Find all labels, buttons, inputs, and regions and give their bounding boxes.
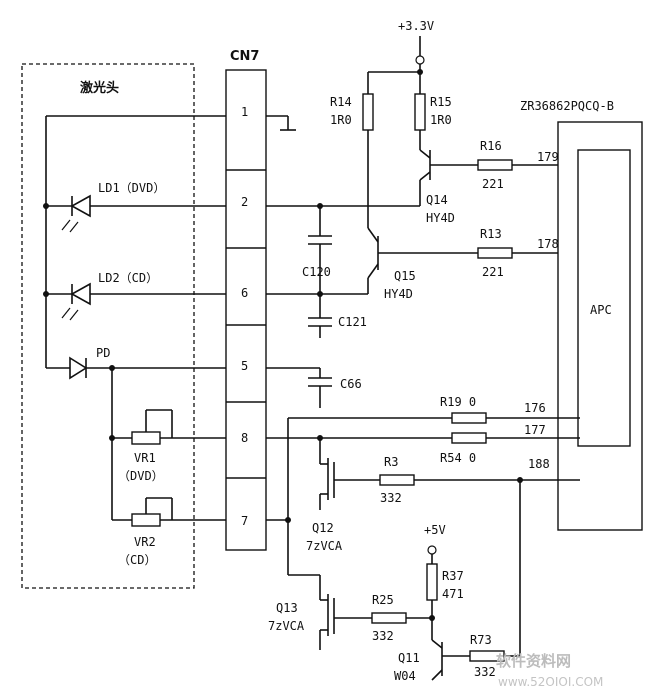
vr1-label: VR1: [134, 451, 156, 465]
c66-label: C66: [340, 377, 362, 391]
r3-value: 332: [380, 491, 402, 505]
r13-value: 221: [482, 265, 504, 279]
q13-transistor: [288, 574, 372, 650]
ld2-diode: [61, 282, 91, 321]
ld1-label: LD1（DVD）: [98, 181, 165, 195]
ic-pin-188: 188: [528, 457, 550, 471]
q11-label: Q11: [398, 651, 420, 665]
apc-label: APC: [590, 303, 612, 317]
r37-resistor: [426, 563, 438, 601]
q15-label: Q15: [394, 269, 416, 283]
r3-label: R3: [384, 455, 398, 469]
r3-resistor: [379, 474, 415, 486]
vr2-sub-label: （CD）: [118, 553, 156, 567]
r14-resistor: [362, 93, 374, 131]
ic-pin-176: 176: [524, 401, 546, 415]
connector-cn7: [225, 69, 267, 551]
pd-label: PD: [96, 346, 110, 360]
r73-value: 332: [474, 665, 496, 679]
laser-head-wiring: [45, 115, 226, 521]
r73-label: R73: [470, 633, 492, 647]
r13-resistor: [477, 247, 513, 259]
q12-type: 7zVCA: [306, 539, 343, 553]
r19-resistor: [451, 412, 487, 424]
r19-label: R19 0: [440, 395, 476, 409]
c120-capacitor: [308, 206, 332, 294]
r15-resistor: [414, 93, 426, 131]
r37-value: 471: [442, 587, 464, 601]
r37-label: R37: [442, 569, 464, 583]
supply-5v-rail: [427, 545, 437, 640]
pin-6-label: 6: [241, 286, 248, 300]
r16-resistor: [477, 159, 513, 171]
vr1-sub-label: （DVD）: [118, 469, 164, 483]
laser-head-boundary: [21, 63, 195, 589]
ic-pin-177: 177: [524, 423, 546, 437]
r54-label: R54 0: [440, 451, 476, 465]
c66-capacitor: [308, 368, 332, 408]
supply-5v-label: +5V: [424, 523, 446, 537]
vr2-potentiometer: [131, 497, 173, 527]
c121-capacitor: [308, 294, 332, 338]
r16-value: 221: [482, 177, 504, 191]
q14-transistor: [419, 149, 478, 206]
q12-label: Q12: [312, 521, 334, 535]
pin-7-label: 7: [241, 514, 248, 528]
r25-label: R25: [372, 593, 394, 607]
q13-type: 7zVCA: [268, 619, 305, 633]
r25-value: 332: [372, 629, 394, 643]
supply-33v-label: +3.3V: [398, 19, 434, 33]
q14-type: HY4D: [426, 211, 455, 225]
q11-type: W04: [394, 669, 416, 683]
pin-1-label: 1: [241, 105, 248, 119]
pin-2-label: 2: [241, 195, 248, 209]
q14-label: Q14: [426, 193, 448, 207]
apc-block: [577, 149, 631, 447]
ld1-diode: [61, 194, 91, 233]
ic-pin-178: 178: [537, 237, 559, 251]
r14-label: R14: [330, 95, 352, 109]
vr1-potentiometer: [131, 409, 173, 445]
supply-33v-rail: [367, 36, 425, 228]
connector-label: CN7: [230, 49, 259, 64]
ground-symbol: [266, 115, 296, 131]
c121-label: C121: [338, 315, 367, 329]
q11-transistor: [431, 639, 470, 681]
ic-pin-179: 179: [537, 150, 559, 164]
watermark-url: www.52OIOI.COM: [498, 675, 603, 689]
q15-type: HY4D: [384, 287, 413, 301]
q15-transistor: [367, 227, 478, 294]
q13-label: Q13: [276, 601, 298, 615]
r13-label: R13: [480, 227, 502, 241]
ld2-label: LD2（CD）: [98, 271, 158, 285]
q12-transistor: [319, 438, 380, 510]
laser-head-label: 激光头: [80, 80, 119, 96]
r16-label: R16: [480, 139, 502, 153]
pin-8-label: 8: [241, 431, 248, 445]
vr2-label: VR2: [134, 535, 156, 549]
watermark-brand: 软件资料网: [496, 652, 571, 670]
c120-label: C120: [302, 265, 331, 279]
r14-value: 1R0: [330, 113, 352, 127]
r15-value: 1R0: [430, 113, 452, 127]
r19-r54-network: [266, 417, 580, 575]
pin-5-label: 5: [241, 359, 248, 373]
pd-photodiode: [69, 356, 88, 380]
r15-label: R15: [430, 95, 452, 109]
ic-name-label: ZR36862PQCQ-B: [520, 99, 614, 113]
r25-resistor: [371, 612, 407, 624]
r54-resistor: [451, 432, 487, 444]
